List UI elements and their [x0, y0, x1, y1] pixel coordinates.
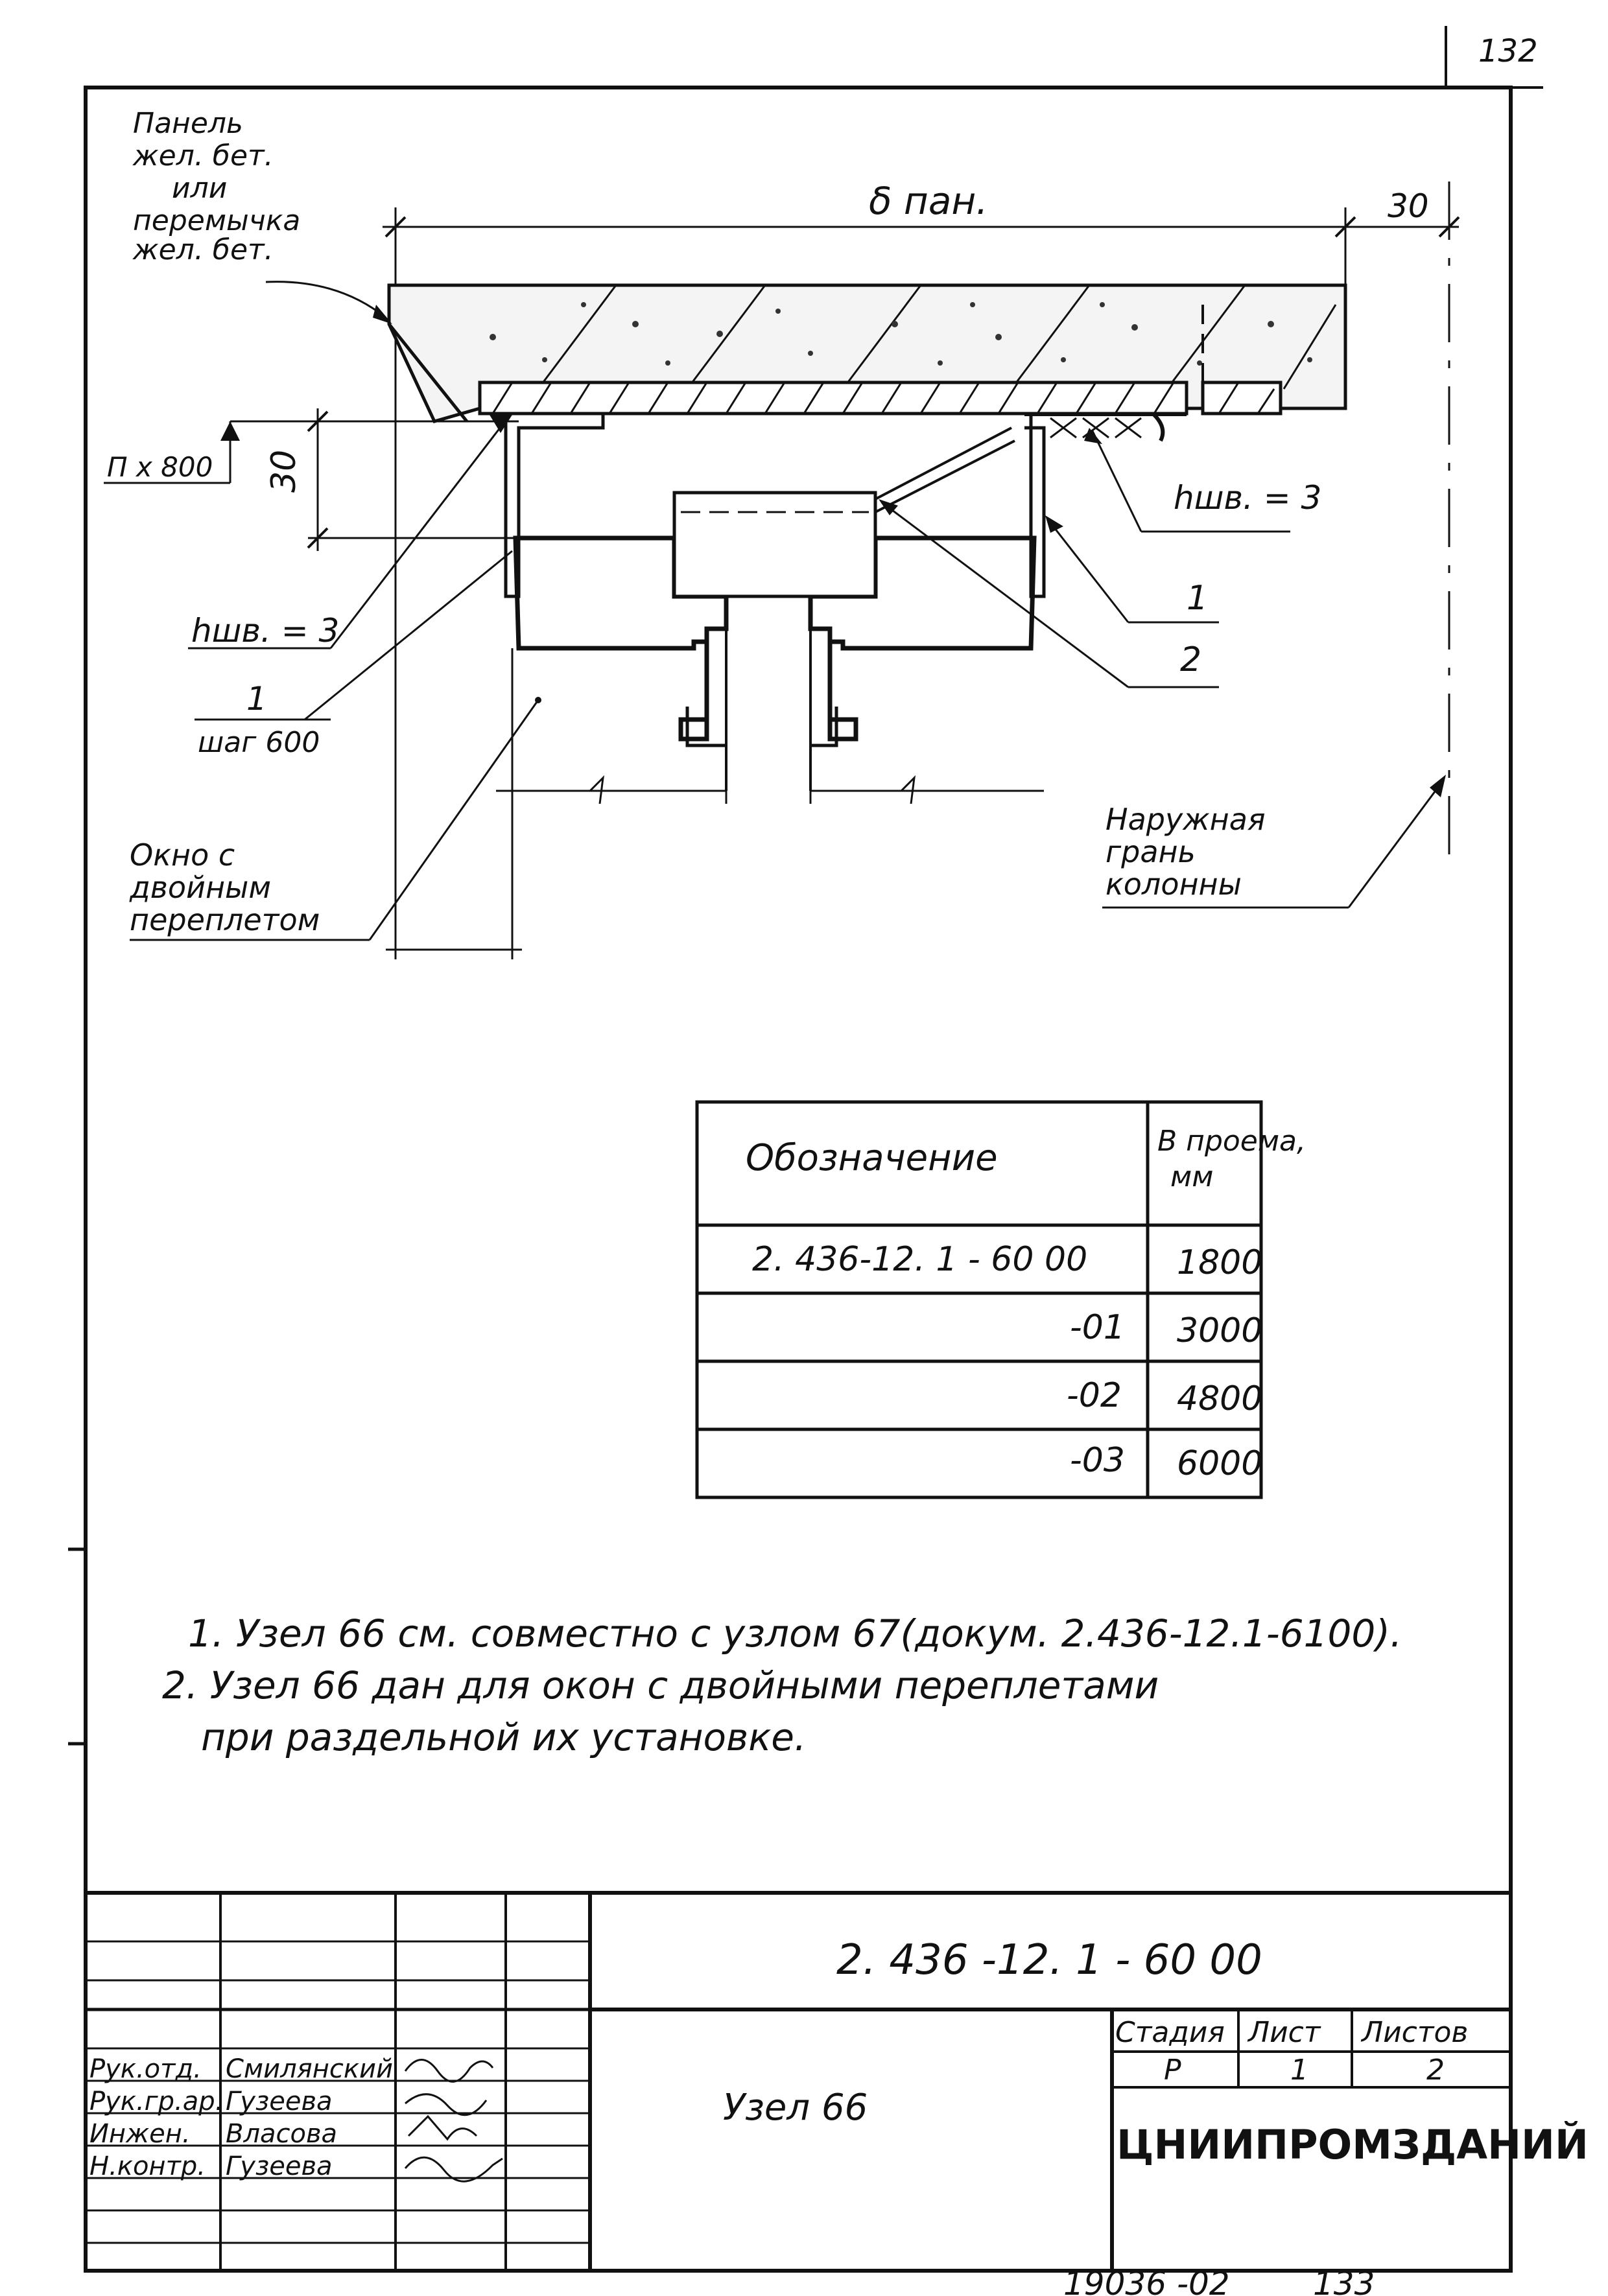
step-label: шаг 600	[198, 726, 320, 759]
name-4: Гузеева	[226, 2151, 333, 2181]
signatures	[404, 2059, 503, 2183]
doc-code: 2. 436 -12. 1 - 60 00	[836, 1936, 1262, 1984]
role-3: Инжен.	[89, 2119, 191, 2149]
sheet-header: Лист	[1247, 2016, 1321, 2049]
level-label: П х 800	[107, 451, 213, 483]
column-label-2: грань	[1106, 834, 1196, 869]
window-label-2: двойным	[129, 870, 271, 905]
column-label-1: Наружная	[1106, 802, 1266, 837]
name-1: Смилянский	[226, 2054, 393, 2084]
spec-header-opening-unit: мм	[1170, 1160, 1213, 1193]
spec-row-3-value: 4800	[1177, 1379, 1262, 1418]
item1-left-label: 1	[246, 680, 267, 718]
organization: ЦНИИПРОМЗДАНИЙ	[1117, 2121, 1589, 2168]
panel-label-5: жел. бет.	[132, 233, 274, 266]
item1-right-label: 1	[1187, 579, 1208, 618]
role-1: Рук.отд.	[89, 2054, 202, 2084]
spec-row-4-designation: -03	[1070, 1441, 1125, 1480]
page-reference: 133	[1313, 2265, 1375, 2296]
spec-header-designation: Обозначение	[746, 1137, 998, 1179]
spec-row-2-designation: -01	[1070, 1308, 1125, 1347]
item2-right-label: 2	[1180, 640, 1201, 679]
panel-label-1: Панель	[133, 107, 243, 140]
note-2: 2. Узел 66 дан для окон с двойными переп…	[162, 1663, 1159, 1707]
panel-label-2: жел. бет.	[132, 139, 274, 172]
page-number: 132	[1478, 33, 1538, 69]
spec-row-1-designation: 2. 436-12. 1 - 60 00	[752, 1240, 1087, 1279]
role-4: Н.контр.	[89, 2151, 206, 2181]
dim-top-label: δ пан.	[869, 179, 988, 223]
spec-row-3-designation: -02	[1067, 1376, 1122, 1415]
spec-table: Обозначение В проема, мм 2. 436-12. 1 - …	[695, 1100, 1306, 1499]
stage-header: Стадия	[1115, 2016, 1225, 2049]
sheets-header: Листов	[1360, 2016, 1468, 2049]
dim-right-label: 30	[1388, 187, 1429, 225]
name-2: Гузеева	[226, 2087, 333, 2116]
drawing-frame	[84, 86, 1513, 2273]
note-3: при раздельной их установке.	[201, 1715, 806, 1759]
section-detail: δ пан. 30	[104, 107, 1460, 959]
panel-label-3: или	[172, 172, 227, 205]
notes: 1. Узел 66 см. совместно с узлом 67(доку…	[162, 1611, 1402, 1759]
spec-row-4-value: 6000	[1177, 1444, 1262, 1483]
window-label-1: Окно с	[130, 838, 235, 873]
drawing-title: Узел 66	[723, 2087, 868, 2129]
weld-label-right: hшв. = 3	[1174, 479, 1321, 517]
inventory-number: 19036 -02	[1063, 2265, 1230, 2296]
spec-header-opening: В проема,	[1157, 1125, 1306, 1158]
dim-vertical-label: 30	[265, 450, 303, 493]
title-block: 2. 436 -12. 1 - 60 00 Узел 66 Стадия Лис…	[86, 1891, 1589, 2271]
spec-row-1-value: 1800	[1177, 1243, 1262, 1282]
sheet-value: 1	[1290, 2054, 1308, 2087]
spec-row-2-value: 3000	[1177, 1311, 1262, 1350]
role-2: Рук.гр.ар.	[89, 2087, 223, 2116]
column-label-3: колонны	[1106, 867, 1242, 902]
window-label-3: переплетом	[130, 902, 320, 937]
weld-label-left: hшв. = 3	[191, 612, 339, 650]
panel-label-4: перемычка	[133, 204, 300, 237]
name-3: Власова	[226, 2119, 337, 2149]
sheets-value: 2	[1426, 2054, 1445, 2087]
note-1: 1. Узел 66 см. совместно с узлом 67(доку…	[188, 1611, 1402, 1656]
stage-value: Р	[1164, 2054, 1181, 2087]
